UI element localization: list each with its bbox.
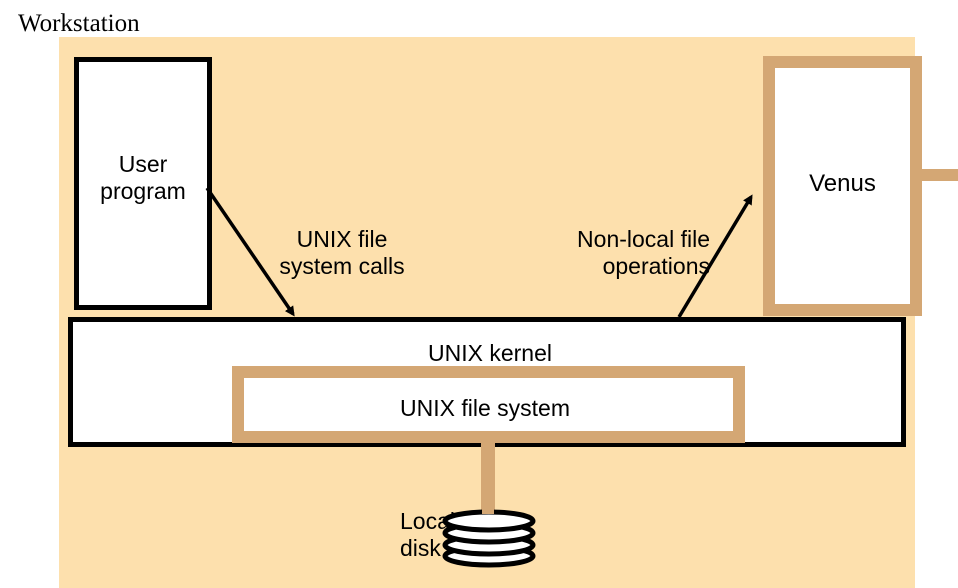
- nonlocal-label: Non-local file operations: [520, 226, 710, 280]
- nonlocal-arrow: [677, 194, 753, 318]
- nonlocal-line1: Non-local file: [577, 226, 710, 252]
- user-program-line2: program: [100, 178, 186, 204]
- venus-box: [763, 56, 922, 316]
- workstation-label: Workstation: [18, 10, 140, 37]
- syscalls-label: UNIX file system calls: [262, 226, 422, 280]
- unix-filesystem-box: [232, 366, 745, 443]
- disk-connector: [481, 443, 495, 518]
- syscalls-line1: UNIX file: [296, 226, 388, 252]
- local-disk-icon: [442, 509, 536, 568]
- user-program-box: [74, 57, 212, 310]
- local-disk-line2: disk: [400, 535, 441, 561]
- syscall-arrow: [205, 187, 295, 317]
- nonlocal-line2: operations: [602, 253, 710, 279]
- unix-kernel-label: UNIX kernel: [428, 340, 552, 366]
- unix-filesystem-label: UNIX file system: [400, 395, 570, 421]
- syscalls-line2: system calls: [279, 253, 405, 279]
- venus-label: Venus: [809, 170, 876, 197]
- user-program-line1: User: [118, 151, 168, 177]
- venus-network-connector: [922, 169, 958, 181]
- user-program-label: User program: [74, 151, 212, 205]
